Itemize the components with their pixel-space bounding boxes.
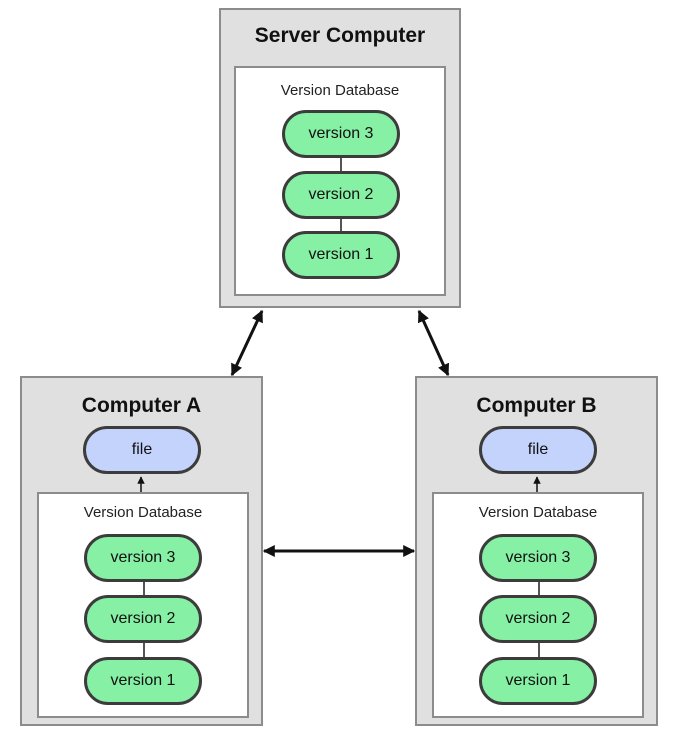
- server-computer-title: Server Computer: [254, 24, 426, 47]
- server-version-3: version 3: [282, 110, 400, 158]
- computer-a-version-2: version 2: [84, 595, 202, 643]
- server-database-label: Version Database: [280, 82, 400, 99]
- computer-a-file: file: [83, 426, 201, 474]
- computer-a-title: Computer A: [81, 394, 202, 417]
- server-version-1: version 1: [282, 231, 400, 279]
- server-version-database: Version Database version 3 version 2 ver…: [234, 66, 446, 296]
- computer-a: Computer A file Version Database version…: [20, 376, 263, 726]
- server-version-2: version 2: [282, 171, 400, 219]
- server-computer: Server Computer Version Database version…: [219, 8, 461, 308]
- arrow-server-computer-a: [230, 309, 264, 377]
- computer-b: Computer B file Version Database version…: [415, 376, 658, 726]
- computer-b-database-label: Version Database: [478, 504, 598, 521]
- computer-a-database-label: Version Database: [83, 504, 203, 521]
- computer-b-version-1: version 1: [479, 657, 597, 705]
- computer-b-version-database: Version Database version 3 version 2 ver…: [432, 492, 644, 718]
- arrow-server-computer-b: [417, 309, 450, 377]
- computer-a-version-3: version 3: [84, 534, 202, 582]
- computer-b-version-3: version 3: [479, 534, 597, 582]
- computer-a-version-database: Version Database version 3 version 2 ver…: [37, 492, 249, 718]
- computer-b-title: Computer B: [476, 394, 597, 417]
- computer-b-file: file: [479, 426, 597, 474]
- computer-a-version-1: version 1: [84, 657, 202, 705]
- computer-b-version-2: version 2: [479, 595, 597, 643]
